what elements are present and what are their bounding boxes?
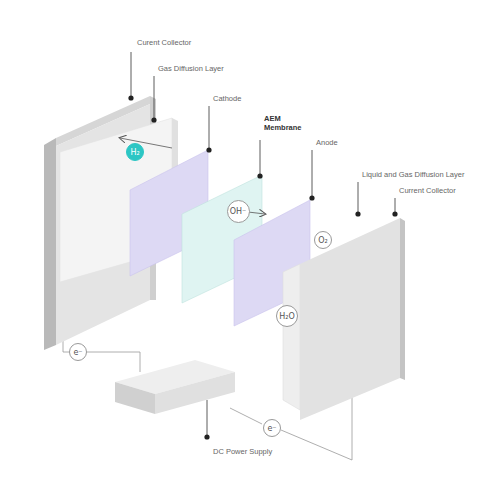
part-label: DC Power Supply xyxy=(213,447,272,456)
molecule-label: O₂ xyxy=(318,236,328,245)
molecule-label: OH⁻ xyxy=(230,207,247,216)
part-label: Curent Collector xyxy=(137,38,191,47)
molecule-label: H₂O xyxy=(279,312,295,321)
molecule-label: H₂ xyxy=(130,148,139,157)
part-label: AEM Membrane xyxy=(264,114,314,132)
ion-circle: OH⁻ xyxy=(227,200,250,223)
part-label: Current Collector xyxy=(399,186,456,195)
part-label: Anode xyxy=(316,138,338,147)
part-label: Cathode xyxy=(213,94,241,103)
electron-circle: e⁻ xyxy=(69,343,87,361)
electron-circle: e⁻ xyxy=(263,419,281,437)
molecule-label: e⁻ xyxy=(73,348,82,357)
part-label: Gas Diffusion Layer xyxy=(158,64,224,73)
molecule-circle: H₂ xyxy=(126,143,144,161)
molecule-circle: H₂O xyxy=(276,305,298,327)
part-label: Liquid and Gas Diffusion Layer xyxy=(362,170,464,179)
molecule-circle: O₂ xyxy=(314,231,332,249)
molecule-label: e⁻ xyxy=(267,424,276,433)
